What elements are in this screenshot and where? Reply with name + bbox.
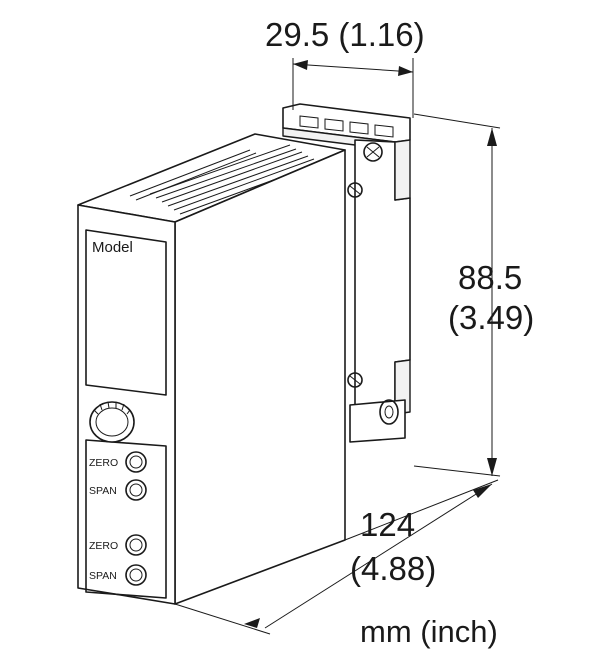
trim-pot-2 bbox=[125, 479, 147, 501]
height-mm-label: 88.5 bbox=[458, 259, 522, 296]
zero-label-2: ZERO bbox=[89, 540, 118, 552]
module-body bbox=[77, 133, 346, 605]
span-label-1: SPAN bbox=[89, 485, 117, 497]
trim-pot-3 bbox=[125, 534, 147, 556]
zero-label-1: ZERO bbox=[89, 457, 118, 469]
socket-base bbox=[282, 103, 411, 443]
span-label-2: SPAN bbox=[89, 570, 117, 582]
depth-dimension bbox=[174, 479, 499, 635]
adjust-knob bbox=[89, 401, 135, 443]
trim-pot-4 bbox=[125, 564, 147, 586]
depth-in-label: (4.88) bbox=[350, 550, 436, 587]
vent-slots bbox=[129, 144, 327, 218]
model-label: Model bbox=[92, 239, 133, 256]
depth-mm-label: 124 bbox=[360, 506, 415, 543]
width-dimension bbox=[292, 58, 414, 118]
width-label: 29.5 (1.16) bbox=[265, 16, 425, 53]
units-label: mm (inch) bbox=[360, 614, 498, 649]
height-in-label: (3.49) bbox=[448, 299, 534, 336]
height-dimension bbox=[413, 113, 501, 477]
trim-pot-1 bbox=[125, 451, 147, 473]
